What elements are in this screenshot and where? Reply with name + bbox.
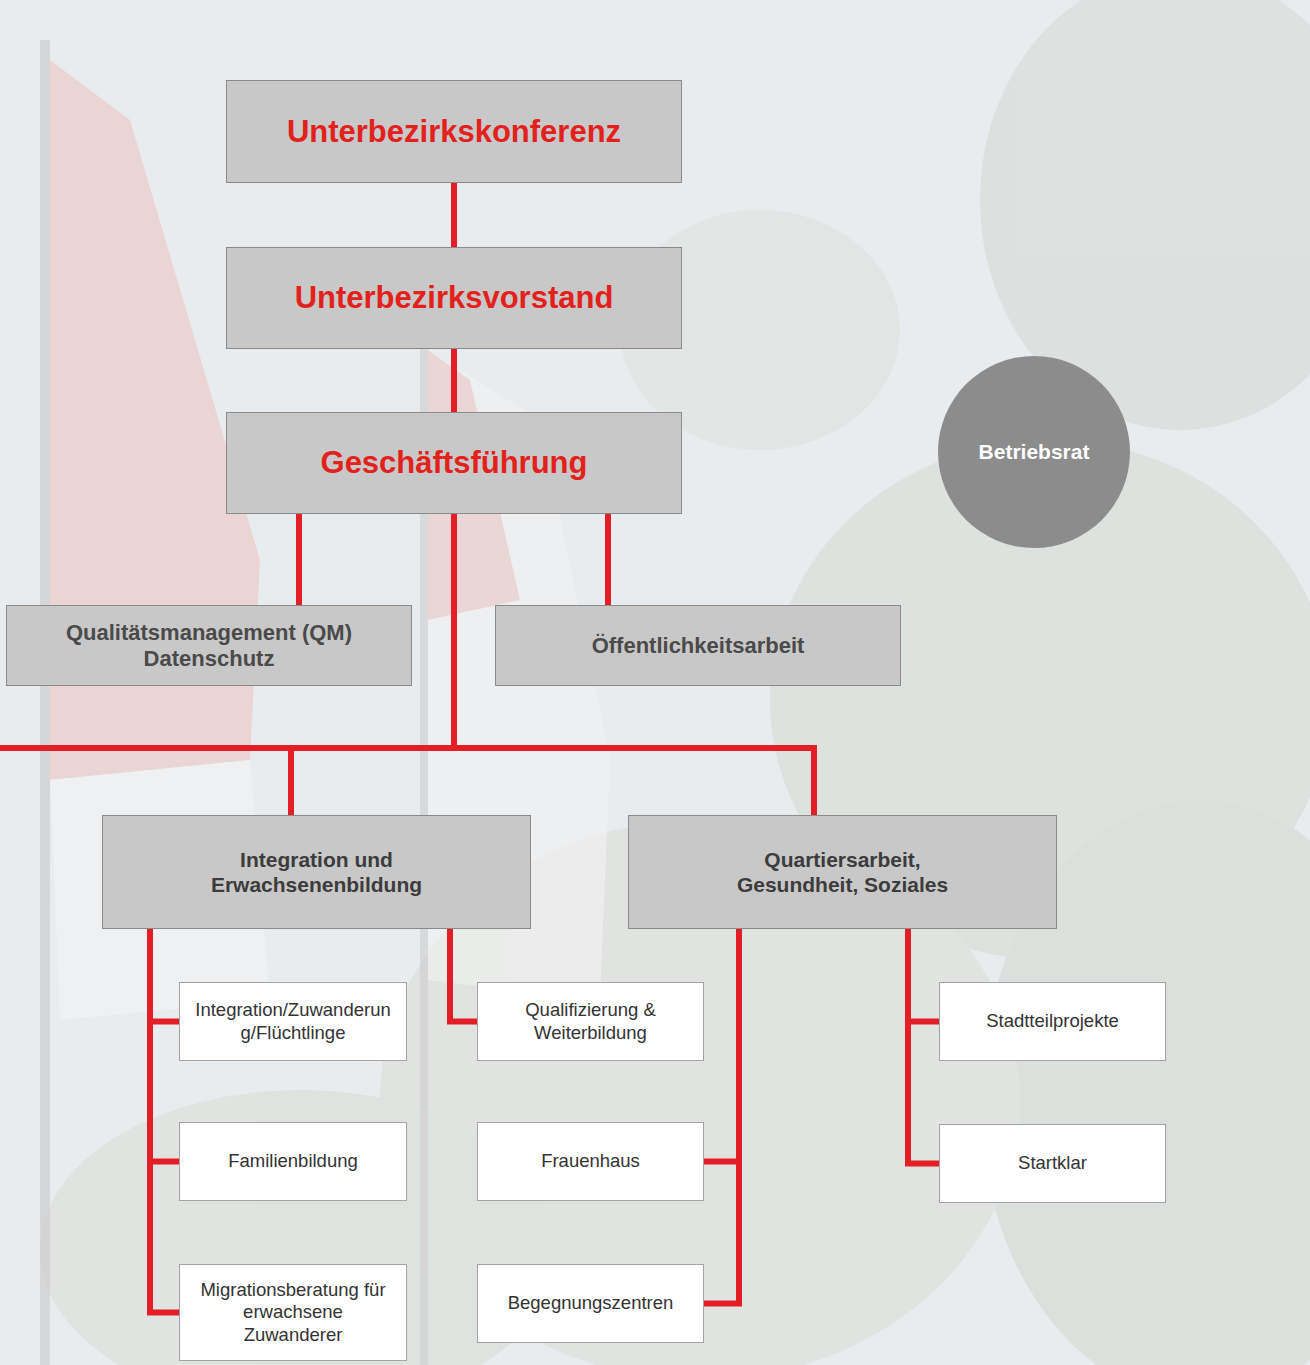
council-circle: Betriebsrat: [938, 356, 1130, 548]
node-label: Frauenhaus: [541, 1150, 640, 1172]
connector-line: [451, 183, 457, 247]
management-box: Geschäftsführung: [226, 412, 682, 514]
node-label: Geschäftsführung: [321, 444, 588, 481]
node-label: Integration und Erwachsenenbildung: [182, 847, 452, 897]
node-label: Quartiersarbeit, Gesundheit, Soziales: [708, 847, 978, 897]
node-label: Stadtteilprojekte: [986, 1010, 1119, 1032]
node-label: Integration/Zuwanderung/Flüchtlinge: [193, 999, 393, 1043]
department-box: Integration und Erwachsenenbildung: [102, 815, 531, 929]
connector-line: [908, 929, 939, 1164]
node-label: Familienbildung: [228, 1150, 358, 1172]
connector-line: [150, 929, 179, 1022]
node-label: Begegnungszentren: [508, 1292, 674, 1314]
connector-line: [450, 929, 477, 1022]
node-label: Betriebsrat: [979, 440, 1090, 464]
unit-box: Integration/Zuwanderung/Flüchtlinge: [179, 982, 407, 1061]
connector-line: [704, 929, 739, 1304]
node-label: Startklar: [1018, 1152, 1087, 1174]
unit-box: Startklar: [939, 1124, 1166, 1203]
unit-box: Migrationsberatung für erwachsene Zuwand…: [179, 1264, 407, 1361]
node-label: Qualifizierung & Weiterbildung: [496, 999, 686, 1043]
governance-box: Unterbezirksvorstand: [226, 247, 682, 349]
connector-line: [451, 349, 457, 412]
staff-box: Qualitätsmanagement (QM) Datenschutz: [6, 605, 412, 686]
node-label: Öffentlichkeitsarbeit: [592, 633, 805, 658]
connector-line: [150, 929, 179, 1162]
unit-box: Familienbildung: [179, 1122, 407, 1201]
governance-box: Unterbezirkskonferenz: [226, 80, 682, 183]
unit-box: Begegnungszentren: [477, 1264, 704, 1343]
branch-stub-line: [0, 745, 291, 751]
node-label: Unterbezirksvorstand: [295, 279, 614, 316]
staff-box: Öffentlichkeitsarbeit: [495, 605, 901, 686]
connector-line: [704, 929, 739, 1162]
connector-line: [296, 514, 302, 605]
node-label: Qualitätsmanagement (QM) Datenschutz: [21, 620, 397, 671]
connector-line: [605, 514, 611, 605]
unit-box: Qualifizierung & Weiterbildung: [477, 982, 704, 1061]
connector-line: [908, 929, 939, 1022]
node-label: Migrationsberatung für erwachsene Zuwand…: [198, 1279, 388, 1346]
connector-line: [150, 929, 179, 1313]
node-label: Unterbezirkskonferenz: [287, 113, 621, 150]
department-box: Quartiersarbeit, Gesundheit, Soziales: [628, 815, 1057, 929]
unit-box: Stadtteilprojekte: [939, 982, 1166, 1061]
unit-box: Frauenhaus: [477, 1122, 704, 1201]
